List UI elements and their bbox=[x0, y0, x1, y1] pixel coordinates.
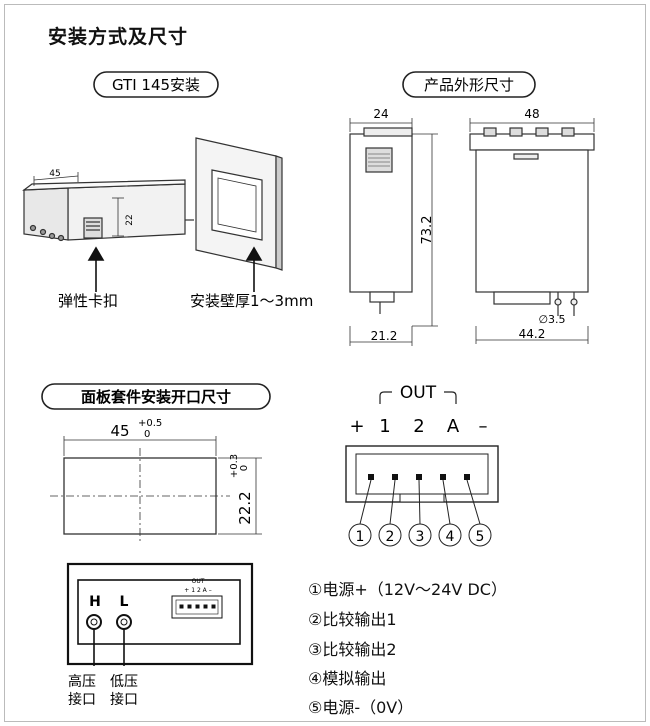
mini-out-label: OUT bbox=[192, 578, 205, 585]
connector-pins bbox=[368, 474, 470, 480]
hole-dia-label: ∅3.5 bbox=[538, 313, 565, 326]
mini-connector bbox=[171, 595, 223, 619]
front-bottom-label: 44.2 bbox=[519, 327, 546, 341]
connector-out-bracket bbox=[379, 391, 457, 404]
cutout-width-label: 45 bbox=[110, 422, 129, 440]
connector-number: 2 bbox=[386, 529, 395, 545]
connector-number: 1 bbox=[356, 529, 365, 545]
connector-pin-label: – bbox=[479, 416, 488, 437]
install-height-label: 22 bbox=[125, 214, 135, 225]
cutout-height-label: 22.2 bbox=[236, 491, 254, 524]
product-front-view bbox=[469, 127, 595, 316]
cutout-height-tol-upper: +0.3 bbox=[229, 454, 240, 478]
low-port-label-1: 低压 bbox=[110, 674, 138, 690]
install-header: GTI 145安装 bbox=[112, 76, 200, 94]
install-header-pill bbox=[93, 71, 219, 98]
connector-number: 4 bbox=[446, 529, 455, 545]
install-width-label: 45 bbox=[49, 169, 60, 179]
clip-callout: 弹性卡扣 bbox=[58, 292, 118, 310]
high-port-label-2: 接口 bbox=[68, 691, 96, 708]
cutout-drawing bbox=[50, 436, 262, 544]
install-dim-lines bbox=[33, 172, 124, 237]
diagram-frame bbox=[4, 4, 646, 722]
connector-number: 5 bbox=[476, 529, 485, 545]
panel-rear-view bbox=[66, 562, 254, 666]
product-dims-header: 产品外形尺寸 bbox=[424, 76, 514, 94]
connector-out-label: OUT bbox=[400, 383, 437, 403]
cutout-width-tol-lower: 0 bbox=[144, 429, 150, 440]
legend-item-compare-out-2: ③比较输出2 bbox=[308, 640, 397, 659]
side-bottom-label: 21.2 bbox=[371, 329, 398, 343]
install-panel-plate bbox=[195, 137, 283, 271]
product-dims-header-pill bbox=[402, 71, 536, 98]
legend-item-power-plus: ①电源+（12V～24V DC） bbox=[308, 580, 507, 599]
cutout-height-tol-lower: 0 bbox=[239, 465, 250, 471]
connector-number: 3 bbox=[416, 529, 425, 545]
product-side-view bbox=[349, 127, 413, 314]
wall-thickness-callout: 安装壁厚1～3mm bbox=[190, 292, 313, 310]
panel-cutout-header-pill bbox=[41, 383, 271, 410]
side-width-label: 24 bbox=[373, 107, 388, 121]
product-side-dims bbox=[349, 118, 438, 346]
panel-cutout-header: 面板套件安装开口尺寸 bbox=[81, 388, 231, 406]
connector-pin-label: A bbox=[447, 416, 460, 437]
legend-item-power-minus: ⑤电源-（0V） bbox=[308, 698, 414, 717]
port-jacks bbox=[86, 614, 132, 666]
connector-pin-label: 1 bbox=[379, 416, 390, 437]
callout-arrows bbox=[87, 246, 263, 292]
mini-pin-labels: + 1 2 A – bbox=[184, 587, 211, 594]
side-height-label: 73.2 bbox=[420, 216, 435, 245]
connector-pin-label: + bbox=[349, 416, 364, 437]
connector-leads bbox=[348, 479, 492, 547]
install-device-illustration bbox=[22, 179, 194, 242]
cutout-width-tol-upper: +0.5 bbox=[138, 418, 162, 429]
front-width-label: 48 bbox=[524, 107, 539, 121]
high-port-label-1: 高压 bbox=[68, 673, 96, 690]
low-port-label-2: 接口 bbox=[110, 691, 138, 708]
low-port-L: L bbox=[120, 594, 129, 610]
legend-item-analog-out: ④模拟输出 bbox=[308, 669, 387, 688]
page-title: 安装方式及尺寸 bbox=[48, 26, 189, 48]
legend-item-compare-out-1: ②比较输出1 bbox=[308, 610, 397, 629]
connector-pin-label: 2 bbox=[413, 416, 424, 437]
high-port-H: H bbox=[89, 594, 101, 610]
product-front-dims bbox=[469, 118, 595, 344]
